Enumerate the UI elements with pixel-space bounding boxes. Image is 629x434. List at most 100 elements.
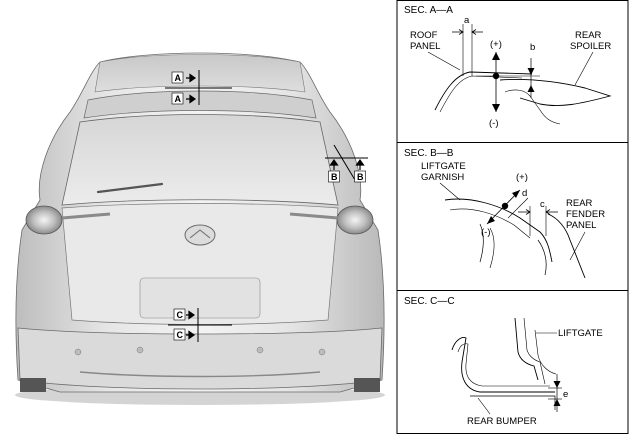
marker-a-top-box [171, 71, 184, 84]
marker-b-left-arrow [329, 158, 339, 170]
liftgate-c-profile-outer [534, 329, 557, 375]
liftgate-c-profile-inner [523, 317, 546, 385]
section-c-title: SEC. C—C [404, 296, 455, 307]
spoiler-profile [499, 79, 612, 106]
bumper-c-profile-inner [457, 343, 550, 387]
dim-b-arrow-bottom [527, 85, 535, 92]
vehicle-rear-view [15, 52, 385, 405]
right-tail-lamp [336, 205, 374, 235]
marker-a-top-label: A [175, 73, 182, 83]
dim-a-plus-label: (+) [490, 39, 502, 50]
sensor-3 [256, 346, 264, 354]
section-c-panel: SEC. C—C LIFTGATE REAR BUMPER e [396, 290, 629, 434]
liftgate-panel [61, 203, 339, 325]
marker-a-bottom-label: A [175, 94, 182, 104]
left-tail-lamp [25, 205, 63, 235]
fender-profile-inner [537, 239, 547, 276]
liftgate-inner-2 [489, 227, 495, 269]
sensor-4 [318, 348, 326, 356]
rear-bumper-label: REAR BUMPER [467, 416, 537, 427]
sensor-1 [74, 348, 82, 356]
marker-c-bottom-arrow [186, 330, 196, 340]
roof-panel-label-1: ROOF [410, 30, 438, 41]
section-b-panel: SEC. B—B LIFTGATE GARNISH REAR FENDER PA… [396, 142, 629, 291]
section-a-panel: SEC. A—A ROOF PANEL REAR SPOILER a (+) (… [396, 0, 629, 143]
marker-c-top-box [173, 308, 186, 321]
dim-d-plus-label: (+) [516, 172, 528, 183]
marker-c-bottom-label: C [177, 330, 184, 340]
dim-c-label: c [540, 199, 545, 210]
rear-fender-leader [569, 231, 586, 261]
rear-fender-label-2: FENDER [566, 209, 605, 220]
rear-window [61, 114, 339, 206]
liftgate-inner [479, 223, 484, 263]
rear-spoiler-label-2: SPOILER [570, 41, 611, 52]
section-c-frame [396, 290, 629, 434]
rear-wiper [96, 182, 164, 194]
rear-bumper-leader [477, 397, 491, 415]
rear-fender-label-3: PANEL [566, 220, 596, 231]
dim-e-label: e [563, 389, 568, 400]
left-lamp-bar [61, 212, 111, 220]
liftgate-garnish-label-1: LIFTGATE [421, 161, 466, 172]
liftgate-label: LIFTGATE [558, 328, 603, 339]
rear-spoiler-label-1: REAR [575, 30, 602, 41]
dim-d-label: d [522, 188, 527, 199]
marker-b-right-box [354, 170, 366, 183]
dim-d-minus-label: (-) [481, 227, 491, 238]
marker-a-bottom-arrow [186, 94, 197, 104]
spoiler-profile-lower [504, 89, 561, 125]
dim-e-arrow-top [553, 381, 561, 388]
emblem-wings [189, 229, 211, 239]
right-wheel [354, 378, 380, 392]
dim-a-minus-label: (-) [489, 118, 499, 129]
roof-panel-label-2: PANEL [410, 41, 440, 52]
roof [94, 54, 306, 93]
marker-a-top-arrow [186, 73, 197, 83]
section-a-title: SEC. A—A [404, 5, 453, 16]
dim-d-plus-arrow [512, 190, 520, 198]
section-b-frame [396, 142, 629, 291]
right-lamp-bar [289, 212, 339, 220]
dim-a-arrows [452, 29, 483, 35]
garnish-profile [444, 198, 553, 263]
marker-b-right-arrow [355, 158, 365, 170]
bumper-c-profile [451, 337, 555, 393]
dim-d-ext [507, 197, 529, 219]
rear-spoiler [83, 90, 317, 119]
dim-d-point [501, 202, 509, 210]
dim-a-label: a [464, 15, 470, 26]
section-b-title: SEC. B—B [404, 148, 454, 159]
fender-profile [547, 213, 586, 279]
marker-a-bottom-box [171, 92, 184, 105]
marker-c-top-arrow [186, 310, 196, 320]
dim-c-arrows [518, 209, 558, 215]
marker-b-left-box [328, 170, 340, 183]
dim-e-arrow-bottom [553, 399, 561, 406]
section-markers: A A B B C C [165, 70, 368, 342]
garnish-profile-inner [449, 208, 531, 239]
rear-spoiler-leader [574, 51, 594, 86]
liftgate-garnish-label-2: GARNISH [421, 172, 464, 183]
roof-panel-profile [434, 71, 533, 111]
rear-fender-label-1: REAR [566, 198, 593, 209]
liftgate-c-profile [514, 317, 539, 381]
marker-b-right-label: B [357, 172, 364, 182]
marker-c-bottom-box [173, 328, 186, 341]
marker-b-left-label: B [331, 172, 338, 182]
dim-b-arrow-top [527, 68, 535, 75]
left-wheel [20, 378, 46, 392]
dim-d-minus-arrow [487, 216, 495, 224]
sensor-2 [136, 346, 144, 354]
section-a-frame [396, 0, 629, 143]
bumper-trim [79, 371, 321, 378]
brand-emblem [184, 224, 216, 246]
rear-bumper-illustration [17, 327, 383, 390]
roof-panel-profile-inner [439, 75, 523, 113]
roof-panel-leader [427, 51, 461, 71]
license-plate-recess [139, 277, 261, 319]
dim-b-label: b [530, 42, 535, 53]
liftgate-garnish-leader [439, 182, 461, 201]
dim-a-plus-arrow [492, 52, 500, 60]
